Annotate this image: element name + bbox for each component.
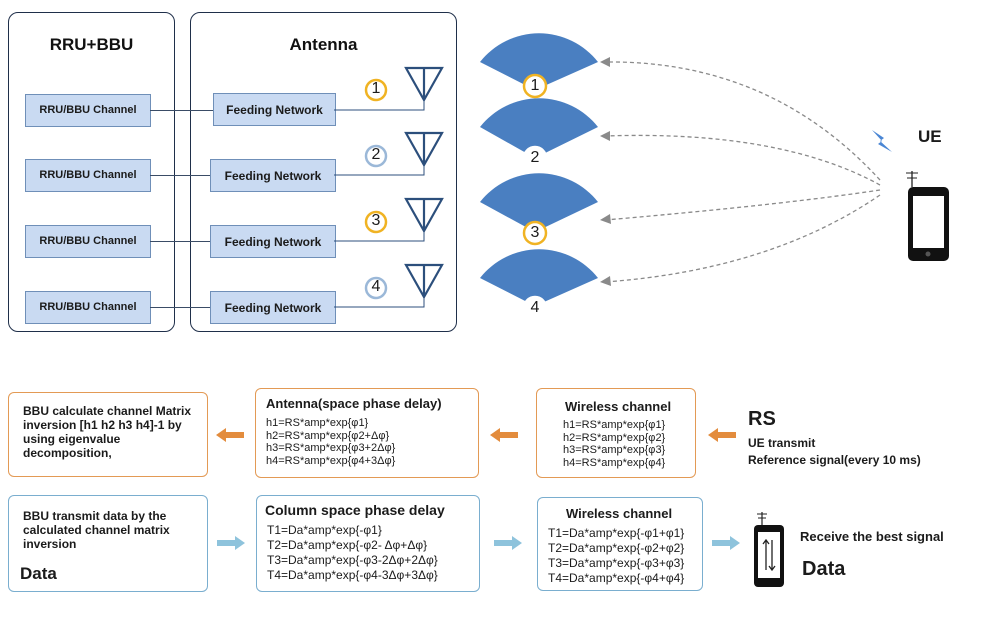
receive-data-label: Data (802, 558, 846, 580)
wireless-dl-eq-2: T2=Da*amp*exp{-φ2+φ2} (548, 541, 685, 555)
phone-icon (754, 512, 784, 587)
arrow-right-icon (712, 536, 740, 550)
antenna-icon (404, 197, 444, 234)
antenna-eq-2: h2=RS*amp*exp{φ2+Δφ} (266, 429, 390, 442)
bbu-transmit-text: BBU transmit data by the calculated chan… (23, 509, 170, 551)
rru-bbu-channel-2: RRU/BBU Channel (25, 159, 151, 192)
wireless-channel-box-downlink: Wireless channel T1=Da*amp*exp{-φ1+φ1} T… (537, 497, 703, 591)
wireless-title-uplink: Wireless channel (565, 399, 672, 414)
rs-title: RS (748, 408, 776, 430)
arrow-right-icon (494, 536, 522, 550)
wireless-channel-box-uplink: Wireless channel h1=RS*amp*exp{φ1} h2=RS… (536, 388, 696, 478)
rs-line-2: Reference signal(every 10 ms) (748, 453, 921, 467)
wireless-dl-eq-3: T3=Da*amp*exp{-φ3+φ3} (548, 556, 685, 570)
arrow-left-icon (216, 428, 244, 442)
feeding-network-4: Feeding Network (210, 291, 336, 324)
beam-number-1: 1 (530, 77, 540, 94)
rru-bbu-title: RRU+BBU (49, 35, 134, 54)
bbu-calc-box: BBU calculate channel Matrix inversion [… (8, 392, 208, 477)
beam-4 (480, 249, 598, 306)
wireless-eq-3: h3=RS*amp*exp{φ3} (563, 444, 666, 456)
port-number-3: 3 (371, 212, 381, 229)
signal-bolt-icon (872, 130, 892, 152)
bbu-calc-text: BBU calculate channel Matrix inversion [… (23, 404, 192, 460)
column-phase-title: Column space phase delay (265, 502, 445, 518)
column-phase-box: Column space phase delay T1=Da*amp*exp{-… (256, 495, 480, 592)
link-wire-2 (150, 175, 210, 176)
link-wire-1 (150, 110, 213, 111)
beam-graphic (480, 33, 949, 306)
column-eq-1: T1=Da*amp*exp{-φ1} (267, 523, 382, 537)
wireless-dl-eq-1: T1=Da*amp*exp{-φ1+φ1} (548, 526, 685, 540)
wireless-eq-4: h4=RS*amp*exp{φ4} (563, 456, 666, 469)
port-number-2: 2 (371, 146, 381, 163)
antenna-phase-box: Antenna(space phase delay) h1=RS*amp*exp… (255, 388, 479, 478)
receive-text: Receive the best signal (800, 529, 944, 544)
port-number-4: 4 (371, 278, 381, 295)
beam-number-4: 4 (530, 299, 540, 316)
arrow-left-icon (490, 428, 518, 442)
phone-icon (906, 171, 949, 261)
antenna-title: Antenna (289, 35, 358, 54)
column-eq-2: T2=Da*amp*exp{-φ2- Δφ+Δφ} (267, 538, 428, 552)
wireless-eq-1: h1=RS*amp*exp{φ1} (563, 419, 666, 431)
bbu-transmit-box: BBU transmit data by the calculated chan… (8, 495, 208, 592)
rru-bbu-channel-1: RRU/BBU Channel (25, 94, 151, 127)
link-wire-3 (150, 241, 210, 242)
antenna-icon (404, 263, 444, 300)
feeding-network-3: Feeding Network (210, 225, 336, 258)
feeding-network-2: Feeding Network (210, 159, 336, 192)
column-eq-4: T4=Da*amp*exp{-φ4-3Δφ+3Δφ} (267, 568, 438, 582)
link-wire-4 (150, 307, 210, 308)
rru-bbu-channel-3: RRU/BBU Channel (25, 225, 151, 258)
arrow-right-icon (217, 536, 245, 550)
port-number-1: 1 (371, 80, 381, 97)
ue-label: UE (918, 127, 942, 146)
rs-line-1: UE transmit (748, 436, 816, 450)
bbu-data-label: Data (20, 564, 57, 583)
beam-number-3: 3 (530, 224, 540, 241)
wireless-title-downlink: Wireless channel (566, 506, 673, 521)
antenna-eq-1: h1=RS*amp*exp{φ1} (266, 417, 369, 429)
beam-1 (480, 33, 598, 90)
wireless-dl-eq-4: T4=Da*amp*exp{-φ4+φ4} (548, 571, 685, 585)
antenna-eq-3: h3=RS*amp*exp{φ3+2Δφ} (266, 442, 396, 454)
antenna-array-graphic (334, 66, 444, 308)
feeding-network-1: Feeding Network (213, 93, 336, 126)
antenna-eq-4: h4=RS*amp*exp{φ4+3Δφ} (266, 454, 396, 467)
rru-bbu-channel-4: RRU/BBU Channel (25, 291, 151, 324)
antenna-icon (404, 131, 444, 168)
antenna-icon (404, 66, 444, 103)
beam-number-2: 2 (530, 149, 540, 166)
wireless-eq-2: h2=RS*amp*exp{φ2} (563, 431, 666, 444)
arrow-left-icon (708, 428, 736, 442)
column-eq-3: T3=Da*amp*exp{-φ3-2Δφ+2Δφ} (267, 553, 438, 567)
beam-2 (480, 98, 598, 158)
beam-3 (480, 173, 598, 232)
antenna-phase-title: Antenna(space phase delay) (266, 396, 442, 411)
